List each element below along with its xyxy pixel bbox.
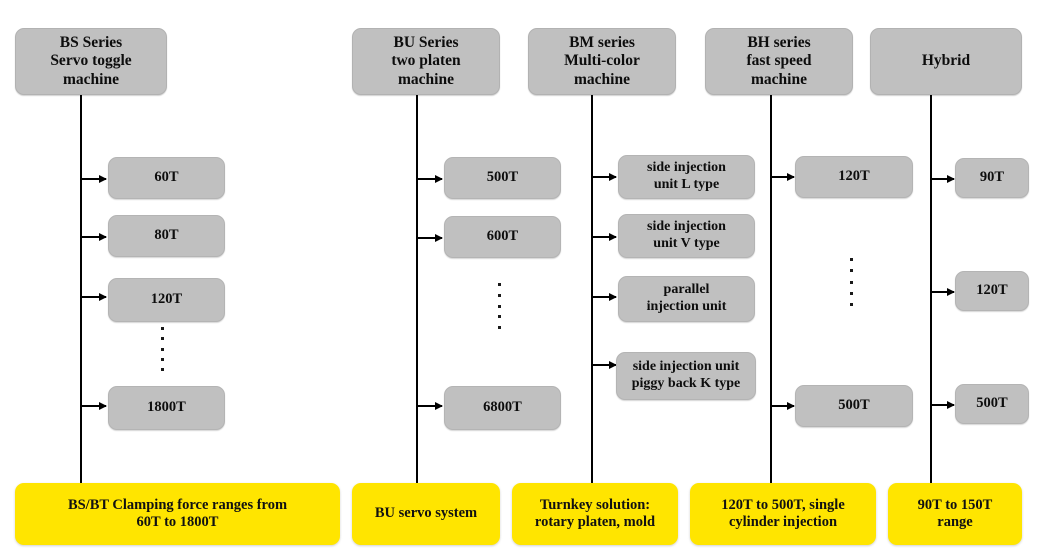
connector-bs-2 [82, 236, 106, 238]
connector-bs-3 [82, 296, 106, 298]
connector-bs-4 [82, 405, 106, 407]
connector-hybrid-3 [932, 404, 954, 406]
item-node-bh-120t[interactable]: 120T [795, 156, 913, 198]
item-node-bs-80t[interactable]: 80T [108, 215, 225, 257]
summary-node-bm[interactable]: Turnkey solution:rotary platen, mold [512, 483, 678, 545]
connector-hybrid-2 [932, 291, 954, 293]
ellipsis-bu [496, 283, 502, 329]
header-node-hybrid[interactable]: Hybrid [870, 28, 1022, 95]
item-node-hybrid-500t[interactable]: 500T [955, 384, 1029, 424]
item-node-bu-6800t[interactable]: 6800T [444, 386, 561, 430]
trunk-line-bm [591, 95, 593, 483]
connector-bu-1 [418, 178, 442, 180]
item-node-bh-500t[interactable]: 500T [795, 385, 913, 427]
trunk-line-bs [80, 95, 82, 483]
trunk-line-bh [770, 95, 772, 483]
trunk-line-bu [416, 95, 418, 483]
connector-hybrid-1 [932, 178, 954, 180]
item-node-bs-120t[interactable]: 120T [108, 278, 225, 322]
summary-node-bu[interactable]: BU servo system [352, 483, 500, 545]
connector-bm-1 [593, 176, 616, 178]
connector-bh-2 [772, 405, 794, 407]
connector-bm-3 [593, 296, 616, 298]
connector-bm-4 [593, 364, 616, 366]
item-node-bs-60t[interactable]: 60T [108, 157, 225, 199]
item-node-bu-500t[interactable]: 500T [444, 157, 561, 199]
connector-bu-2 [418, 237, 442, 239]
item-node-hybrid-120t[interactable]: 120T [955, 271, 1029, 311]
trunk-line-hybrid [930, 95, 932, 483]
connector-bm-2 [593, 236, 616, 238]
ellipsis-bh [848, 258, 854, 306]
ellipsis-bs [159, 327, 165, 371]
item-node-bu-600t[interactable]: 600T [444, 216, 561, 258]
item-node-hybrid-90t[interactable]: 90T [955, 158, 1029, 198]
connector-bs-1 [82, 178, 106, 180]
connector-bh-1 [772, 176, 794, 178]
item-node-bs-1800t[interactable]: 1800T [108, 386, 225, 430]
connector-bu-3 [418, 405, 442, 407]
